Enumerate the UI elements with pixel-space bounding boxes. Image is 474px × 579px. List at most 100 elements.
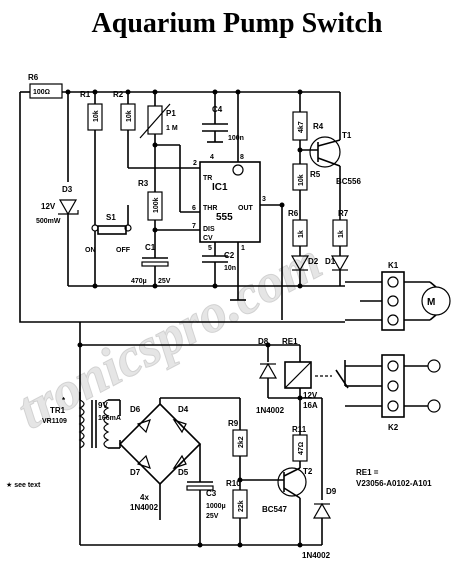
svg-text:K1: K1 — [388, 261, 399, 270]
relay-re1-coil — [284, 361, 312, 389]
svg-text:C1: C1 — [145, 243, 156, 252]
svg-text:RE1 =: RE1 = — [356, 468, 379, 477]
svg-text:12V: 12V — [303, 391, 318, 400]
svg-text:5: 5 — [208, 245, 212, 252]
svg-text:1 M: 1 M — [166, 125, 178, 132]
svg-text:100k: 100k — [153, 197, 160, 213]
svg-text:CV: CV — [203, 235, 213, 242]
svg-text:9V: 9V — [98, 401, 108, 410]
potentiometer-p1 — [147, 105, 163, 135]
svg-text:4: 4 — [210, 154, 214, 161]
svg-text:*: * — [62, 396, 66, 405]
svg-text:THR: THR — [203, 205, 217, 212]
svg-text:D5: D5 — [178, 468, 189, 477]
svg-text:10k: 10k — [126, 110, 133, 122]
svg-text:D4: D4 — [178, 405, 189, 414]
connector-k2 — [381, 354, 405, 418]
page-title: Aquarium Pump Switch — [91, 8, 383, 39]
svg-text:R10: R10 — [226, 479, 241, 488]
svg-text:47Ω: 47Ω — [298, 442, 305, 455]
svg-text:R4: R4 — [313, 122, 324, 131]
svg-text:8: 8 — [240, 154, 244, 161]
svg-text:D2: D2 — [308, 257, 319, 266]
svg-text:166mA: 166mA — [98, 415, 121, 422]
svg-text:D3: D3 — [62, 185, 73, 194]
svg-text:R3: R3 — [138, 179, 149, 188]
svg-text:T1: T1 — [342, 131, 352, 140]
svg-text:D7: D7 — [130, 468, 141, 477]
svg-text:1N4002: 1N4002 — [130, 503, 159, 512]
svg-text:K2: K2 — [388, 423, 399, 432]
svg-text:D8: D8 — [258, 337, 269, 346]
svg-text:25V: 25V — [206, 513, 219, 520]
svg-text:4x: 4x — [140, 493, 149, 502]
svg-text:2k2: 2k2 — [238, 436, 245, 448]
svg-text:P1: P1 — [166, 109, 176, 118]
svg-text:1N4002: 1N4002 — [256, 406, 285, 415]
svg-text:3: 3 — [262, 196, 266, 203]
svg-text:VR1109: VR1109 — [42, 418, 67, 425]
svg-text:7: 7 — [192, 223, 196, 230]
svg-text:10k: 10k — [93, 110, 100, 122]
svg-text:25V: 25V — [158, 278, 171, 285]
svg-text:6: 6 — [192, 205, 196, 212]
svg-text:10k: 10k — [298, 174, 305, 186]
transistor-t1 — [309, 136, 341, 168]
svg-text:100n: 100n — [228, 135, 244, 142]
svg-text:IC1: IC1 — [212, 182, 228, 193]
svg-text:470µ: 470µ — [131, 278, 147, 285]
svg-text:12V: 12V — [41, 202, 56, 211]
wires-top — [19, 83, 341, 323]
svg-text:1: 1 — [241, 245, 245, 252]
svg-text:R1: R1 — [80, 90, 91, 99]
svg-text:1000µ: 1000µ — [206, 503, 226, 510]
svg-text:100Ω: 100Ω — [33, 89, 50, 96]
svg-text:S1: S1 — [106, 213, 116, 222]
svg-text:D9: D9 — [326, 487, 337, 496]
svg-text:2: 2 — [193, 160, 197, 167]
svg-text:C3: C3 — [206, 489, 217, 498]
svg-text:OUT: OUT — [238, 205, 254, 212]
svg-text:TR1: TR1 — [50, 406, 66, 415]
svg-text:555: 555 — [216, 212, 233, 223]
svg-text:V23056-A0102-A101: V23056-A0102-A101 — [356, 479, 432, 488]
svg-text:1N4002: 1N4002 — [302, 551, 331, 560]
svg-text:C4: C4 — [212, 105, 223, 114]
transistor-t2 — [277, 467, 307, 497]
svg-text:R5: R5 — [310, 170, 321, 179]
connector-k1 — [381, 271, 405, 331]
ac-source-icon-2 — [427, 399, 441, 413]
ic1-555 — [199, 161, 261, 243]
svg-text:ON: ON — [85, 247, 96, 254]
svg-text:R2: R2 — [113, 90, 124, 99]
svg-text:22k: 22k — [238, 500, 245, 512]
svg-text:1k: 1k — [338, 230, 345, 238]
svg-text:R9: R9 — [228, 419, 239, 428]
ac-source-icon — [427, 359, 441, 373]
svg-text:BC556: BC556 — [336, 177, 361, 186]
component-labels: R6 100Ω R1 10k R2 10k P1 1 M C4 100n R4 … — [6, 73, 432, 560]
zener-diode-d3 — [58, 199, 78, 216]
svg-text:R7: R7 — [338, 209, 349, 218]
svg-text:10n: 10n — [224, 265, 236, 272]
svg-text:M: M — [427, 297, 435, 308]
svg-text:BC547: BC547 — [262, 505, 287, 514]
svg-text:R6: R6 — [288, 209, 299, 218]
junction-dots — [65, 89, 303, 548]
svg-text:OFF: OFF — [116, 247, 131, 254]
svg-text:500mW: 500mW — [36, 218, 61, 225]
svg-text:DIS: DIS — [203, 226, 215, 233]
diode-d9 — [312, 502, 332, 519]
svg-text:D6: D6 — [130, 405, 141, 414]
svg-text:C2: C2 — [224, 251, 235, 260]
svg-text:TR: TR — [203, 175, 212, 182]
svg-text:D1: D1 — [325, 257, 336, 266]
transformer-tr1 — [78, 399, 85, 449]
svg-text:T2: T2 — [303, 467, 313, 476]
resistor-r6 — [29, 83, 63, 99]
switch-s1 — [97, 225, 127, 235]
svg-text:RE1: RE1 — [282, 337, 298, 346]
svg-text:1k: 1k — [298, 230, 305, 238]
svg-text:R11: R11 — [292, 425, 307, 434]
